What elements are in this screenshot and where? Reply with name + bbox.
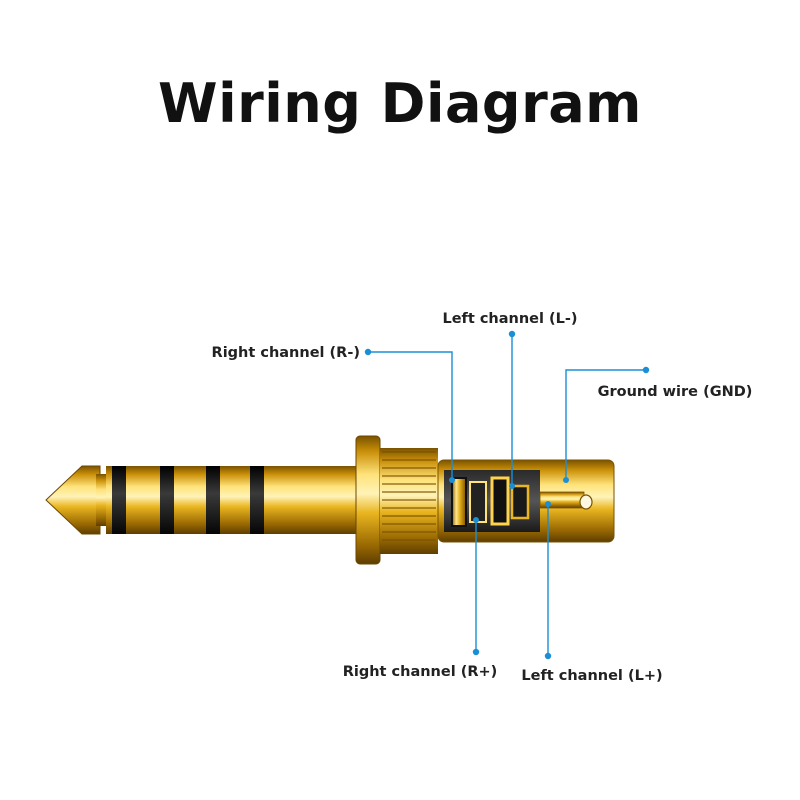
insulator-ring-2 bbox=[160, 466, 174, 534]
label-right-minus: Right channel (R-) bbox=[212, 345, 360, 361]
leader-dots bbox=[364, 330, 650, 660]
label-right-plus: Right channel (R+) bbox=[343, 664, 498, 680]
label-left-plus: Left channel (L+) bbox=[521, 668, 662, 684]
label-ground: Ground wire (GND) bbox=[598, 384, 753, 400]
thread-body bbox=[380, 448, 438, 554]
label-left-minus: Left channel (L-) bbox=[442, 311, 577, 327]
tip-neck bbox=[96, 474, 108, 526]
plug-shaft bbox=[106, 466, 364, 534]
insulator-ring-1 bbox=[112, 466, 126, 534]
leader-ground bbox=[565, 369, 646, 480]
page-title: Wiring Diagram bbox=[158, 72, 642, 135]
leader-right-minus bbox=[368, 351, 453, 480]
insulator-ring-4 bbox=[250, 466, 264, 534]
leader-lines bbox=[368, 334, 646, 656]
plug-flange bbox=[355, 435, 381, 565]
solder-terminals bbox=[451, 476, 530, 527]
barrel-hole bbox=[579, 494, 593, 510]
plug-tip bbox=[45, 465, 101, 535]
thread-ridges bbox=[382, 451, 436, 549]
insulator-ring-3 bbox=[206, 466, 220, 534]
